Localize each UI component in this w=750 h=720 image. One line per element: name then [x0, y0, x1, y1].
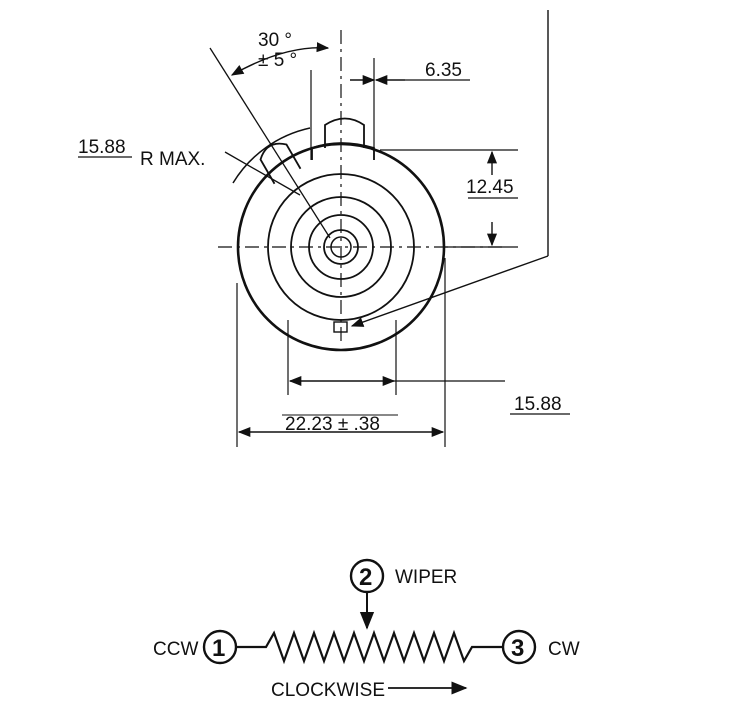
pin-cw-number: 3 — [511, 635, 524, 662]
radius-value: 15.88 — [78, 137, 126, 158]
angle-arc — [230, 42, 330, 76]
resistor-zigzag — [236, 629, 503, 665]
shaft-hub — [323, 229, 359, 265]
pin-wiper-number: 2 — [359, 564, 372, 591]
top-bushing — [311, 142, 375, 160]
schematic — [202, 558, 537, 695]
wiper-terminal — [324, 117, 365, 148]
front-view — [78, 10, 570, 447]
pin-ccw-number: 1 — [212, 635, 225, 662]
angle-leader — [209, 47, 331, 239]
lug-leader-diagonal — [350, 255, 549, 327]
ring-outer — [267, 173, 415, 321]
ring-inner — [308, 214, 374, 280]
shaft-bore — [330, 236, 352, 258]
pin-wiper-label: WIPER — [395, 567, 457, 588]
shaft-width-label: 6.35 — [425, 60, 462, 81]
mount-spacing-label: 15.88 — [514, 394, 562, 415]
body-outline — [236, 142, 446, 352]
ring-middle — [290, 196, 392, 298]
radius-arc — [232, 127, 311, 184]
radius-suffix: R MAX. — [140, 149, 205, 170]
direction-label: CLOCKWISE — [271, 680, 385, 701]
angle-tolerance: ± 5 ° — [258, 50, 297, 71]
locating-lug — [333, 321, 348, 333]
body-diameter-label: 22.23 ± .38 — [285, 414, 380, 435]
pin-ccw-label: CCW — [153, 639, 198, 660]
pin-cw-label: CW — [548, 639, 580, 660]
angle-label: 30 ° — [258, 30, 292, 51]
radius-pointer — [224, 151, 301, 196]
ccw-terminal — [259, 142, 302, 185]
flat-height-label: 12.45 — [466, 177, 514, 198]
